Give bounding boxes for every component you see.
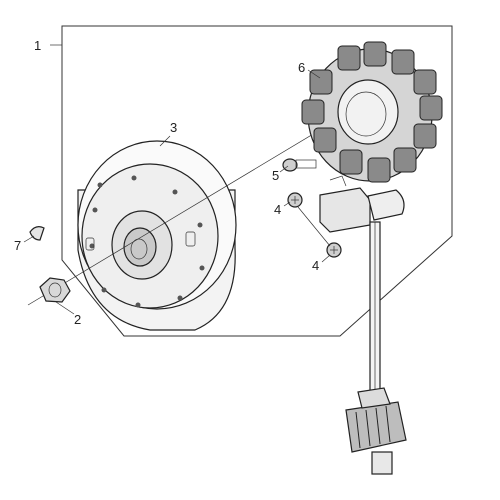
callout-1: 1 (34, 38, 41, 53)
leader-line-4-join (297, 206, 331, 247)
leader-line-7 (23, 235, 35, 243)
flywheel-nut (39, 277, 71, 303)
callout-5: 5 (272, 168, 279, 183)
callout-2: 2 (74, 312, 81, 327)
leader-line-4a (283, 201, 291, 207)
stator-assembly (301, 41, 443, 183)
pickup-screw-upper (287, 192, 303, 208)
callout-6: 6 (298, 60, 305, 75)
callout-7: 7 (14, 238, 21, 253)
wire-harness (369, 221, 381, 393)
rotor-slot-right (185, 231, 196, 247)
stator-center-ring (337, 79, 399, 145)
stator-coil-windings (301, 41, 443, 183)
pickup-screw-lower (326, 242, 342, 258)
leader-line-5 (279, 165, 289, 173)
woodruff-key (29, 226, 45, 241)
stator-center-hole (345, 91, 387, 137)
rotor-bolt-holes (89, 175, 205, 308)
pickup-coil (319, 175, 405, 233)
flywheel-rotor (77, 140, 237, 331)
rotor-bore-inner (130, 238, 148, 260)
nut-body (39, 277, 71, 303)
leader-line-2 (55, 301, 75, 315)
callout-4-upper: 4 (274, 202, 281, 217)
rotor-slot-left (85, 237, 95, 251)
leader-line-4b (321, 254, 331, 263)
nut-hole (48, 282, 62, 298)
stator-screw (282, 158, 317, 172)
wire-connector (345, 387, 407, 475)
leader-line-3 (159, 135, 171, 147)
callout-3: 3 (170, 120, 177, 135)
leader-line-6 (307, 69, 321, 79)
assembly-outline (61, 25, 453, 337)
rotor-center-bore (123, 227, 157, 267)
callout-4-lower: 4 (312, 258, 319, 273)
